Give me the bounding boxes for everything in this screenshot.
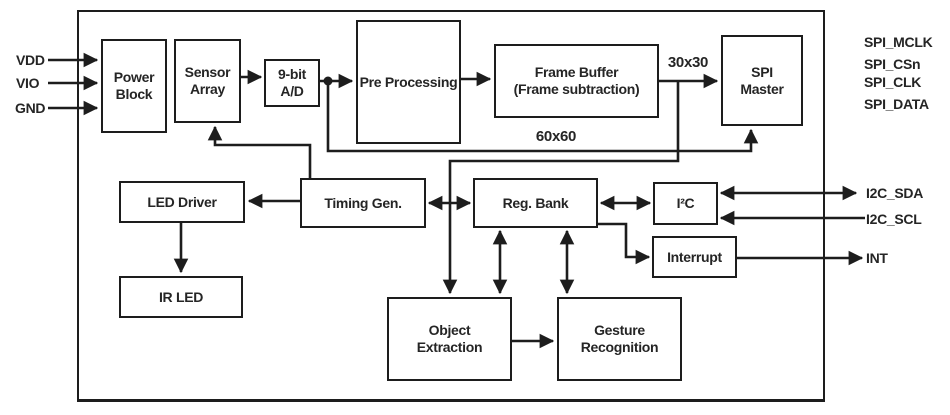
block-adc-label: 9-bit A/D <box>277 66 307 99</box>
bus-label-30x30: 30x30 <box>667 54 709 71</box>
block-pre-processing: Pre Processing <box>356 20 461 144</box>
block-ir-led: IR LED <box>119 276 243 318</box>
connector-30x30-to-object-extraction <box>442 81 680 295</box>
block-object-extraction-label: Object Extraction <box>416 322 483 355</box>
junction-dot <box>323 76 333 86</box>
connector-regbank-to-interrupt <box>598 222 651 265</box>
block-sensor-array-label: Sensor Array <box>184 64 231 97</box>
block-interrupt-label: Interrupt <box>667 248 722 265</box>
block-frame-buffer-label: Frame Buffer (Frame subtraction) <box>513 64 640 97</box>
block-spi-master: SPI Master <box>721 35 803 126</box>
block-pre-processing-label: Pre Processing <box>359 73 458 90</box>
block-led-driver: LED Driver <box>119 181 245 223</box>
block-i2c-label: I²C <box>676 195 695 212</box>
block-i2c: I²C <box>653 182 718 225</box>
block-timing-gen: Timing Gen. <box>300 178 426 228</box>
pin-spi-csn: SPI_CSn <box>864 56 921 72</box>
block-spi-master-label: SPI Master <box>740 63 784 97</box>
block-adc: 9-bit A/D <box>264 59 320 107</box>
block-object-extraction: Object Extraction <box>387 297 512 381</box>
block-frame-buffer: Frame Buffer (Frame subtraction) <box>494 44 659 118</box>
block-sensor-array: Sensor Array <box>174 39 241 123</box>
pin-int: INT <box>866 250 888 266</box>
bus-label-60x60: 60x60 <box>535 128 577 145</box>
pin-vio: VIO <box>16 75 40 91</box>
block-led-driver-label: LED Driver <box>147 193 217 210</box>
block-power: Power Block <box>101 39 167 133</box>
block-gesture-recognition-label: Gesture Recognition <box>580 322 659 355</box>
pin-vdd: VDD <box>16 52 45 68</box>
pin-i2c-sda: I2C_SDA <box>866 185 924 201</box>
block-gesture-recognition: Gesture Recognition <box>557 297 682 381</box>
connector-60x60-to-spi <box>326 81 759 153</box>
block-reg-bank: Reg. Bank <box>473 178 598 228</box>
pin-spi-clk: SPI_CLK <box>864 74 922 90</box>
block-power-label: Power Block <box>113 69 155 102</box>
block-interrupt: Interrupt <box>652 236 737 278</box>
pin-spi-mclk: SPI_MCLK <box>864 34 933 50</box>
pin-gnd: GND <box>15 100 46 116</box>
pin-spi-data: SPI_DATA <box>864 96 929 112</box>
block-reg-bank-label: Reg. Bank <box>502 194 569 211</box>
block-timing-gen-label: Timing Gen. <box>324 194 402 211</box>
chip-boundary <box>77 10 825 402</box>
connector-timing-to-sensor <box>207 125 312 178</box>
block-ir-led-label: IR LED <box>158 288 204 305</box>
pin-i2c-scl: I2C_SCL <box>866 211 922 227</box>
